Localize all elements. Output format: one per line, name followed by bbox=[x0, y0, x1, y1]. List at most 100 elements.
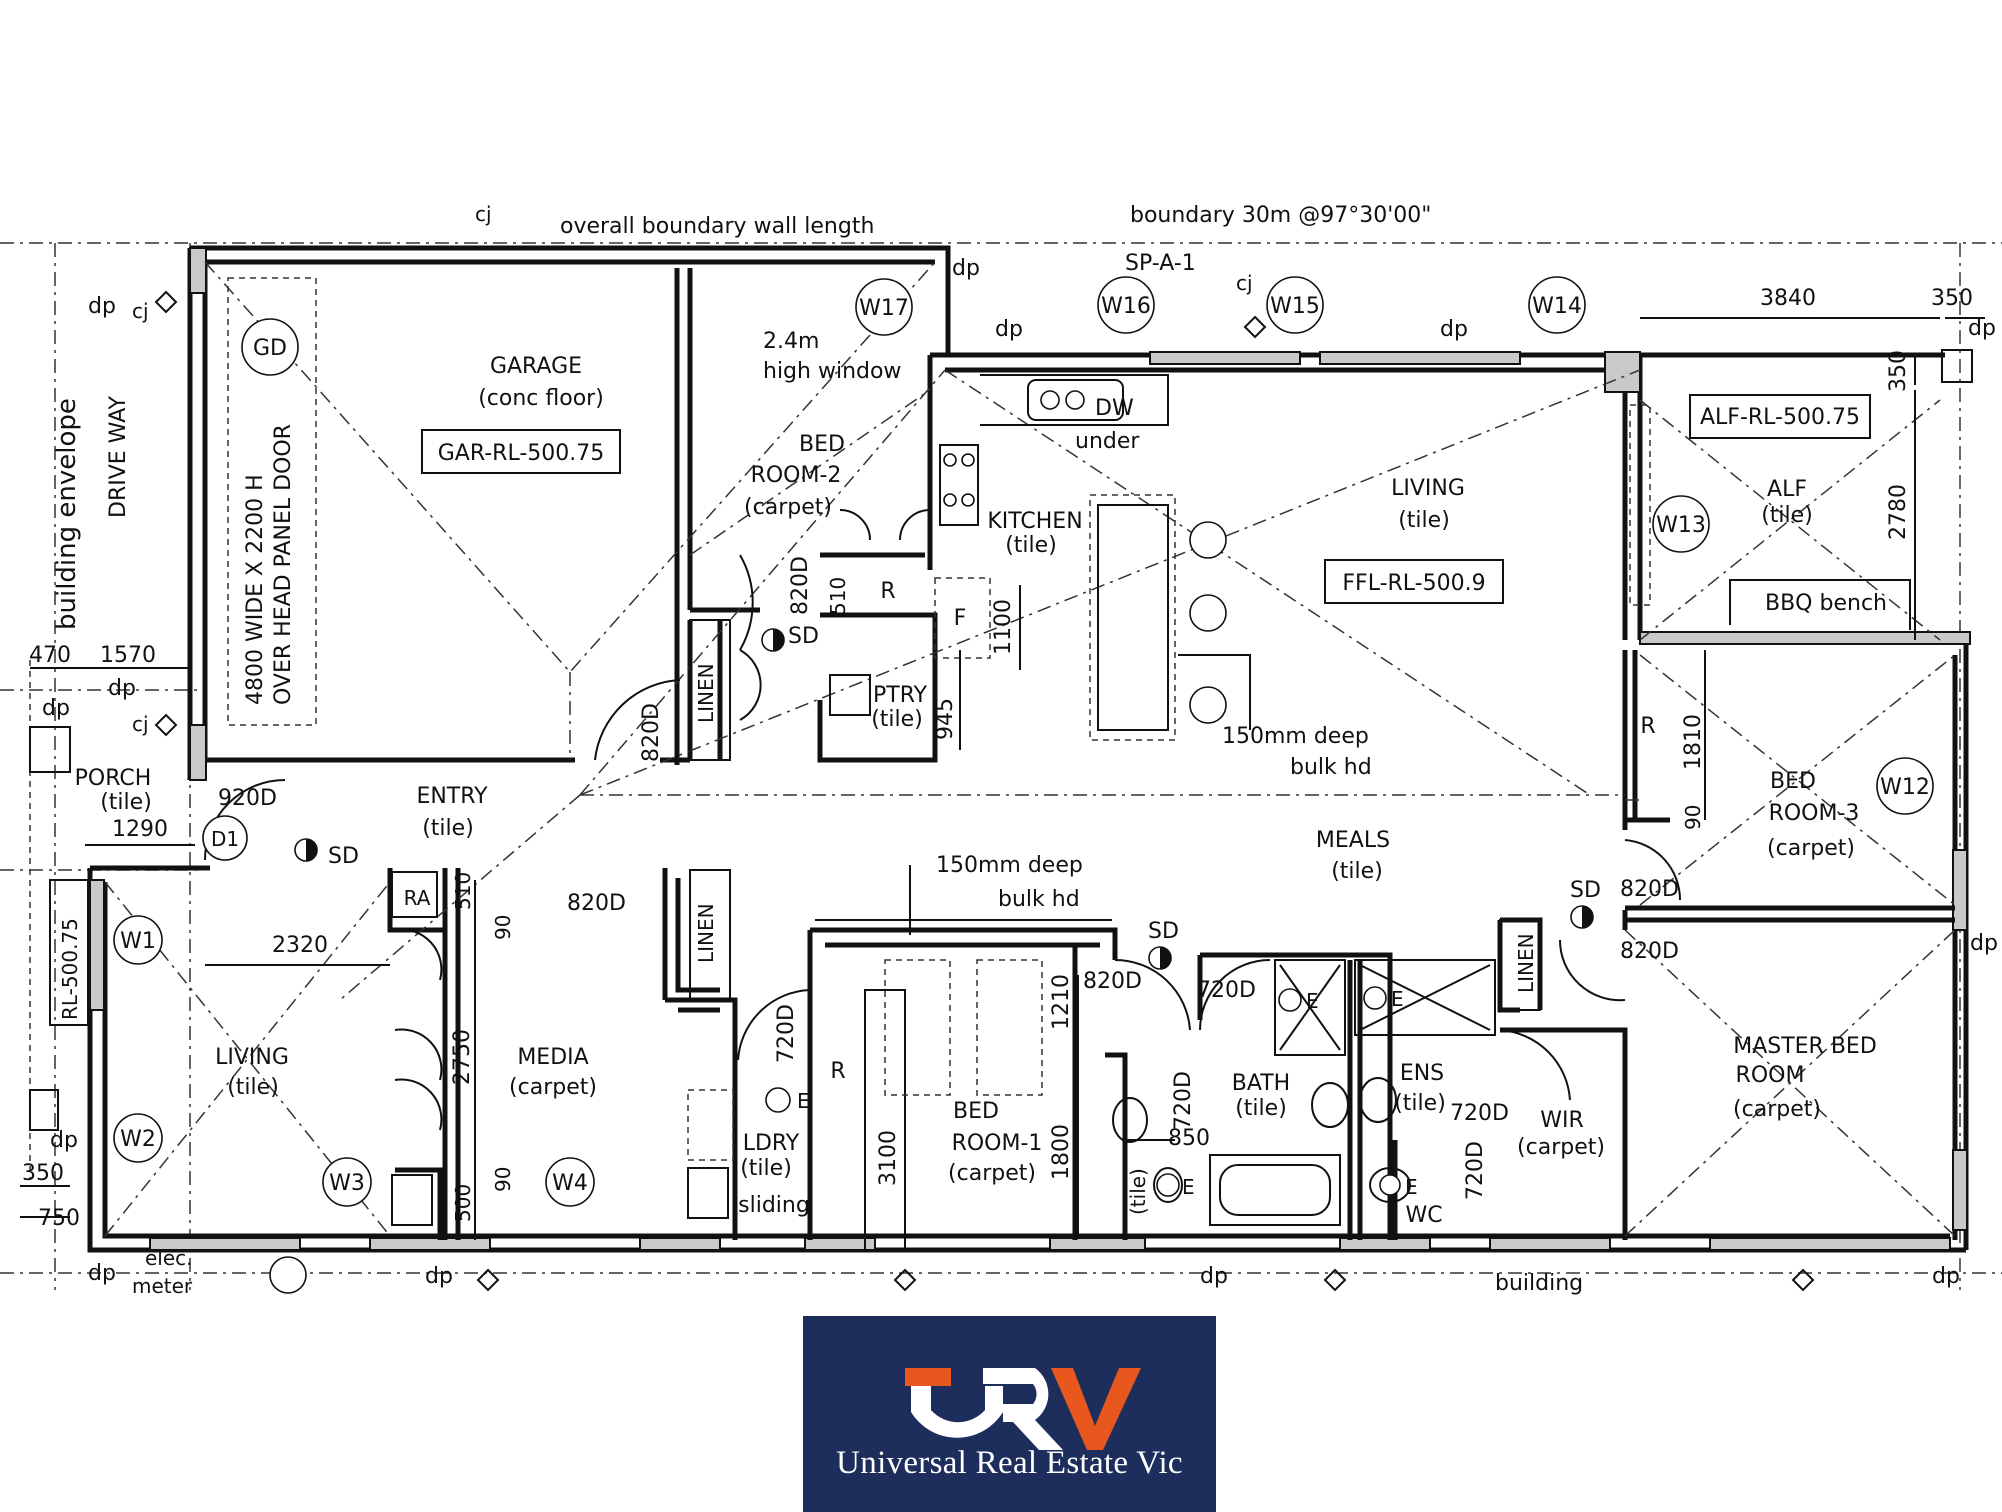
bath-floor: (tile) bbox=[1235, 1096, 1287, 1121]
window-w12 bbox=[1876, 757, 1934, 815]
dim-3100: 3100 bbox=[876, 1130, 901, 1186]
w16-label: W16 bbox=[1101, 294, 1151, 319]
room-diagonals bbox=[104, 261, 1956, 1237]
gd-label: GD bbox=[253, 336, 287, 361]
w2-label: W2 bbox=[120, 1127, 156, 1152]
door-swings bbox=[204, 509, 1682, 1131]
kitchen-name: KITCHEN bbox=[987, 509, 1082, 534]
linen-1: LINEN bbox=[694, 663, 718, 723]
ldry-floor: (tile) bbox=[740, 1156, 792, 1181]
dim-350a: 350 bbox=[1931, 286, 1973, 311]
w14-label: W14 bbox=[1532, 294, 1582, 319]
wir-name: WIR bbox=[1540, 1108, 1584, 1133]
media-floor: (carpet) bbox=[509, 1075, 597, 1100]
master-floor: (carpet) bbox=[1733, 1097, 1821, 1122]
w1-label: W1 bbox=[120, 929, 156, 954]
interior-walls bbox=[205, 268, 1955, 1240]
kitchen-fixtures bbox=[934, 374, 1251, 741]
bathroom-fixtures bbox=[765, 959, 1496, 1226]
w3-label: W3 bbox=[329, 1171, 365, 1196]
dp-7: dp bbox=[42, 696, 70, 721]
rl-left-box bbox=[49, 879, 89, 1026]
linen-2: LINEN bbox=[694, 903, 718, 963]
living-level: FFL-RL-500.9 bbox=[1342, 571, 1485, 596]
dp-6: dp bbox=[108, 676, 136, 701]
alf-name: ALF bbox=[1767, 477, 1807, 502]
ldry-door: sliding bbox=[738, 1193, 810, 1218]
ra-label: RA bbox=[404, 886, 431, 910]
living-main-floor: (tile) bbox=[1398, 508, 1450, 533]
living-front-name: LIVING bbox=[215, 1045, 289, 1070]
bbq-bench: BBQ bench bbox=[1765, 591, 1887, 616]
dim-500: 500 bbox=[451, 1184, 475, 1222]
linen-box-1 bbox=[689, 619, 731, 761]
window-w4 bbox=[545, 1157, 595, 1207]
door-820b: 820D bbox=[639, 703, 664, 762]
dim-1810: 1810 bbox=[1681, 714, 1706, 770]
media-name: MEDIA bbox=[517, 1045, 588, 1070]
w4-label: W4 bbox=[552, 1171, 588, 1196]
garage-level-box bbox=[421, 429, 621, 474]
outer-walls bbox=[87, 245, 1971, 1253]
sp-label: SP-A-1 bbox=[1125, 251, 1196, 276]
wir-floor: (carpet) bbox=[1517, 1135, 1605, 1160]
sd-4: SD bbox=[1570, 878, 1601, 903]
dim-350b: 350 bbox=[1886, 350, 1911, 392]
ldry-name: LDRY bbox=[743, 1131, 800, 1156]
ens-name: ENS bbox=[1400, 1061, 1444, 1086]
e-5: E bbox=[1405, 1175, 1418, 1199]
window-w15 bbox=[1266, 276, 1324, 334]
wall-length-note: overall boundary wall length bbox=[560, 214, 874, 239]
bulk2-b: bulk hd bbox=[998, 887, 1080, 912]
dp-9: dp bbox=[88, 1261, 116, 1286]
dp-8: dp bbox=[50, 1128, 78, 1153]
boundary-note: boundary 30m @97°30'00" bbox=[1130, 203, 1431, 228]
e-4: E bbox=[1182, 1175, 1195, 1199]
garage-door-tag bbox=[241, 318, 299, 376]
door-820f: 820D bbox=[1620, 939, 1679, 964]
window-tags bbox=[113, 276, 1934, 1207]
bath-name: BATH bbox=[1232, 1071, 1290, 1096]
cj-3: cj bbox=[1236, 271, 1253, 295]
urv-logo-mark bbox=[905, 1368, 1141, 1450]
bed3-line2: ROOM-3 bbox=[1769, 801, 1860, 826]
door-820c: 820D bbox=[567, 891, 626, 916]
bulk2-bar bbox=[815, 865, 1112, 935]
dp-12: dp bbox=[1932, 1264, 1960, 1289]
dim-2750: 2750 bbox=[450, 1029, 475, 1085]
company-logo: Universal Real Estate Vic bbox=[803, 1316, 1216, 1512]
porch-floor: (tile) bbox=[100, 790, 152, 815]
company-name: Universal Real Estate Vic bbox=[836, 1445, 1183, 1481]
window-w3 bbox=[322, 1157, 372, 1207]
dim-90a: 90 bbox=[491, 915, 515, 940]
door-720a: 720D bbox=[774, 1004, 799, 1063]
dim-945: 945 bbox=[933, 698, 958, 740]
alf-level: ALF-RL-500.75 bbox=[1700, 405, 1860, 430]
garage-name: GARAGE bbox=[490, 354, 582, 379]
dim-850: 850 bbox=[1168, 1126, 1210, 1151]
rl-left: RL-500.75 bbox=[58, 918, 82, 1020]
w17-label: W17 bbox=[859, 296, 909, 321]
porch-name: PORCH bbox=[75, 766, 152, 791]
living-level-box bbox=[1324, 559, 1504, 604]
door-820d: 820D bbox=[1083, 969, 1142, 994]
door-820e: 820D bbox=[1620, 877, 1679, 902]
window-w13 bbox=[1652, 495, 1710, 553]
alf-level-box bbox=[1689, 394, 1871, 439]
master-line2: ROOM bbox=[1736, 1063, 1805, 1088]
cj-4: cj bbox=[475, 202, 492, 226]
w12-label: W12 bbox=[1880, 775, 1930, 800]
garage-door-outline bbox=[227, 277, 317, 726]
dim-510a: 510 bbox=[451, 872, 475, 910]
w15-label: W15 bbox=[1270, 294, 1320, 319]
dim-1100: 1100 bbox=[991, 599, 1016, 655]
garage-level: GAR-RL-500.75 bbox=[438, 441, 605, 466]
window-w16 bbox=[1097, 276, 1155, 334]
bed2-line1: BED bbox=[799, 432, 845, 457]
door-920: 920D bbox=[218, 786, 277, 811]
bed2-floor: (carpet) bbox=[744, 495, 832, 520]
dimension-lines bbox=[20, 317, 1985, 1240]
dim-1210: 1210 bbox=[1049, 974, 1074, 1030]
entry-name: ENTRY bbox=[416, 784, 488, 809]
elec-1: elec. bbox=[145, 1246, 193, 1270]
